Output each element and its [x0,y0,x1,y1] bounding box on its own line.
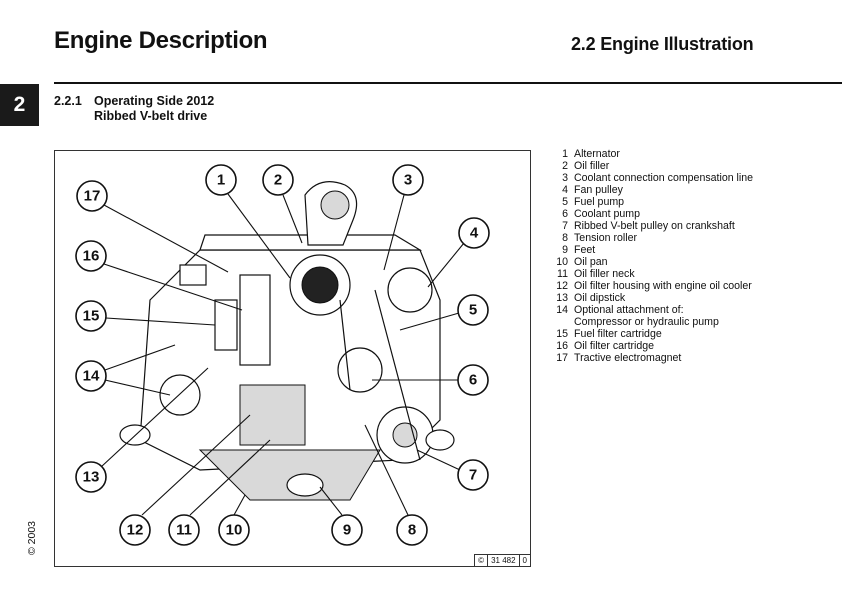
callout-6: 6 [457,364,489,396]
crankshaft-hub [392,422,418,448]
callout-16: 16 [75,240,107,272]
svg-text:4: 4 [470,225,479,242]
subsection-subtitle: Ribbed V-belt drive [94,109,208,123]
figure-revision: 0 [518,555,530,566]
subsection-title: Operating Side 2012 [94,94,215,108]
section-title: 2.2 Engine Illustration [571,34,754,54]
subsection-heading: 2.2.1 Operating Side 2012 Ribbed V-belt d… [54,94,214,124]
svg-text:17: 17 [84,188,101,205]
engine-figure: © 31 482 0 [54,150,531,567]
svg-text:13: 13 [83,469,100,486]
svg-text:3: 3 [404,172,412,189]
callout-8: 8 [396,514,428,546]
callout-4: 4 [458,217,490,249]
callout-14: 14 [75,360,107,392]
svg-text:9: 9 [343,522,351,539]
callout-13: 13 [75,461,107,493]
callout-11: 11 [168,514,200,546]
svg-text:2: 2 [274,172,282,189]
figure-number-box: © 31 482 0 [474,554,530,566]
alternator-fan [301,266,339,304]
callout-12: 12 [119,514,151,546]
fan-pulley-shape [387,267,433,313]
svg-text:16: 16 [83,248,100,265]
callout-7: 7 [457,459,489,491]
callout-17: 17 [76,180,108,212]
callout-1: 1 [205,164,237,196]
header-divider [54,82,842,84]
subsection-number: 2.2.1 [54,94,82,108]
callout-15: 15 [75,300,107,332]
electromagnet [179,264,207,286]
figure-number: 31 482 [487,555,518,566]
svg-text:5: 5 [469,302,477,319]
callout-5: 5 [457,294,489,326]
legend-item: Compressor or hydraulic pump [574,316,719,328]
oil-filter-cartridge [239,274,271,366]
oil-pan-shape [198,449,381,501]
svg-text:6: 6 [469,372,477,389]
callout-10: 10 [218,514,250,546]
svg-text:8: 8 [408,522,416,539]
page-title: Engine Description [54,27,268,54]
callout-2: 2 [262,164,294,196]
svg-text:15: 15 [83,308,100,325]
svg-text:10: 10 [226,522,243,539]
svg-text:12: 12 [127,522,144,539]
svg-text:1: 1 [217,172,225,189]
chapter-tab: 2 [0,84,39,126]
turbo-outlet [320,190,350,220]
coolant-pump-pulley [337,347,383,393]
callout-3: 3 [392,164,424,196]
svg-text:7: 7 [469,467,477,484]
figure-copyright-icon: © [478,556,485,565]
engine-drawing [119,181,455,501]
v-belt [339,289,421,461]
leader-lines [100,193,465,516]
foot-right [425,429,455,451]
svg-text:11: 11 [176,522,192,539]
svg-text:14: 14 [83,368,100,385]
oil-cooler [239,384,306,446]
copyright-notice: © 2003 [26,520,38,555]
foot-front [286,473,324,497]
callout-9: 9 [331,514,363,546]
